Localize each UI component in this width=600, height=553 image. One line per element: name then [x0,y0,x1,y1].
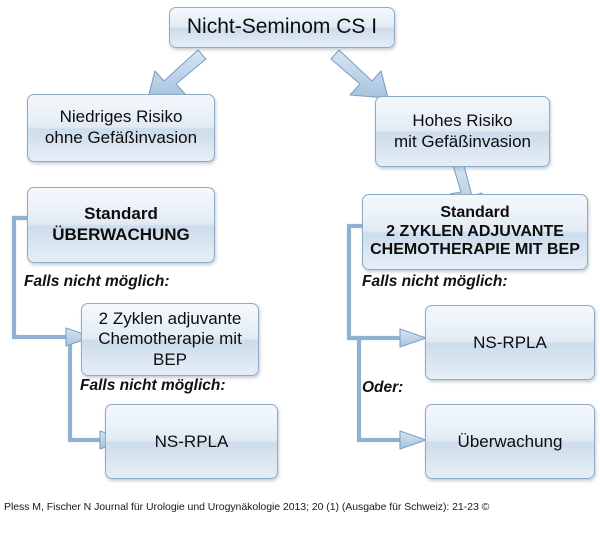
node-low-risk[interactable]: Niedriges Risiko ohne Gefäßinvasion [27,94,215,162]
citation-text: Pless M, Fischer N Journal für Urologie … [4,501,490,513]
node-left-option-1-text: 2 Zyklen adjuvante Chemotherapie mit BEP [82,309,258,371]
node-high-risk-line1: Hohes Risiko [412,110,513,130]
node-low-risk-line1: Niedriges Risiko [59,107,183,127]
arrowhead-right-option2 [399,430,427,450]
node-right-option-2-label: Überwachung [457,431,563,451]
caption-right-2: Oder: [362,379,404,396]
node-high-risk[interactable]: Hohes Risiko mit Gefäßinvasion [375,96,550,167]
node-title-label: Nicht-Seminom CS I [186,15,378,39]
caption-left-2: Falls nicht möglich: [80,377,226,394]
node-right-option-2[interactable]: Überwachung [425,404,595,479]
node-right-option-1[interactable]: NS-RPLA [425,305,595,380]
caption-left-1: Falls nicht möglich: [24,273,170,290]
arrowhead-left-option1 [65,327,93,347]
node-right-standard[interactable]: Standard 2 ZYKLEN ADJUVANTE CHEMOTHERAPI… [362,194,588,270]
node-left-standard-text: Standard ÜBERWACHUNG [28,204,214,245]
node-right-standard-text: Standard 2 ZYKLEN ADJUVANTE CHEMOTHERAPI… [363,204,587,260]
node-title[interactable]: Nicht-Seminom CS I [169,7,395,48]
node-left-standard[interactable]: Standard ÜBERWACHUNG [27,187,215,263]
node-right-standard-line1: Standard [440,204,510,222]
node-left-standard-line1: Standard [84,204,158,224]
caption-right-1: Falls nicht möglich: [362,273,508,290]
arrow-title-to-low-risk [147,49,207,99]
node-right-option-1-label: NS-RPLA [473,332,547,352]
node-low-risk-text: Niedriges Risiko ohne Gefäßinvasion [28,107,214,148]
arrow-title-to-high-risk [330,49,389,99]
node-left-option-1[interactable]: 2 Zyklen adjuvante Chemotherapie mit BEP [81,303,259,376]
connector-right-bus [346,223,404,443]
node-high-risk-line2: mit Gefäßinvasion [394,131,531,151]
node-right-standard-line2: 2 ZYKLEN ADJUVANTE [386,222,564,240]
node-left-standard-line2: ÜBERWACHUNG [52,225,190,244]
node-right-standard-line3: CHEMOTHERAPIE MIT BEP [370,241,580,259]
node-high-risk-text: Hohes Risiko mit Gefäßinvasion [376,111,549,152]
node-left-option-1-line1: 2 Zyklen adjuvante [98,308,242,328]
arrowhead-right-option1 [399,328,427,348]
node-left-option-2-label: NS-RPLA [154,431,229,451]
node-left-option-2[interactable]: NS-RPLA [105,404,278,479]
node-low-risk-line2: ohne Gefäßinvasion [44,128,198,147]
node-left-option-1-line3: BEP [152,349,188,369]
node-left-option-1-line2: Chemotherapie mit [98,329,242,349]
